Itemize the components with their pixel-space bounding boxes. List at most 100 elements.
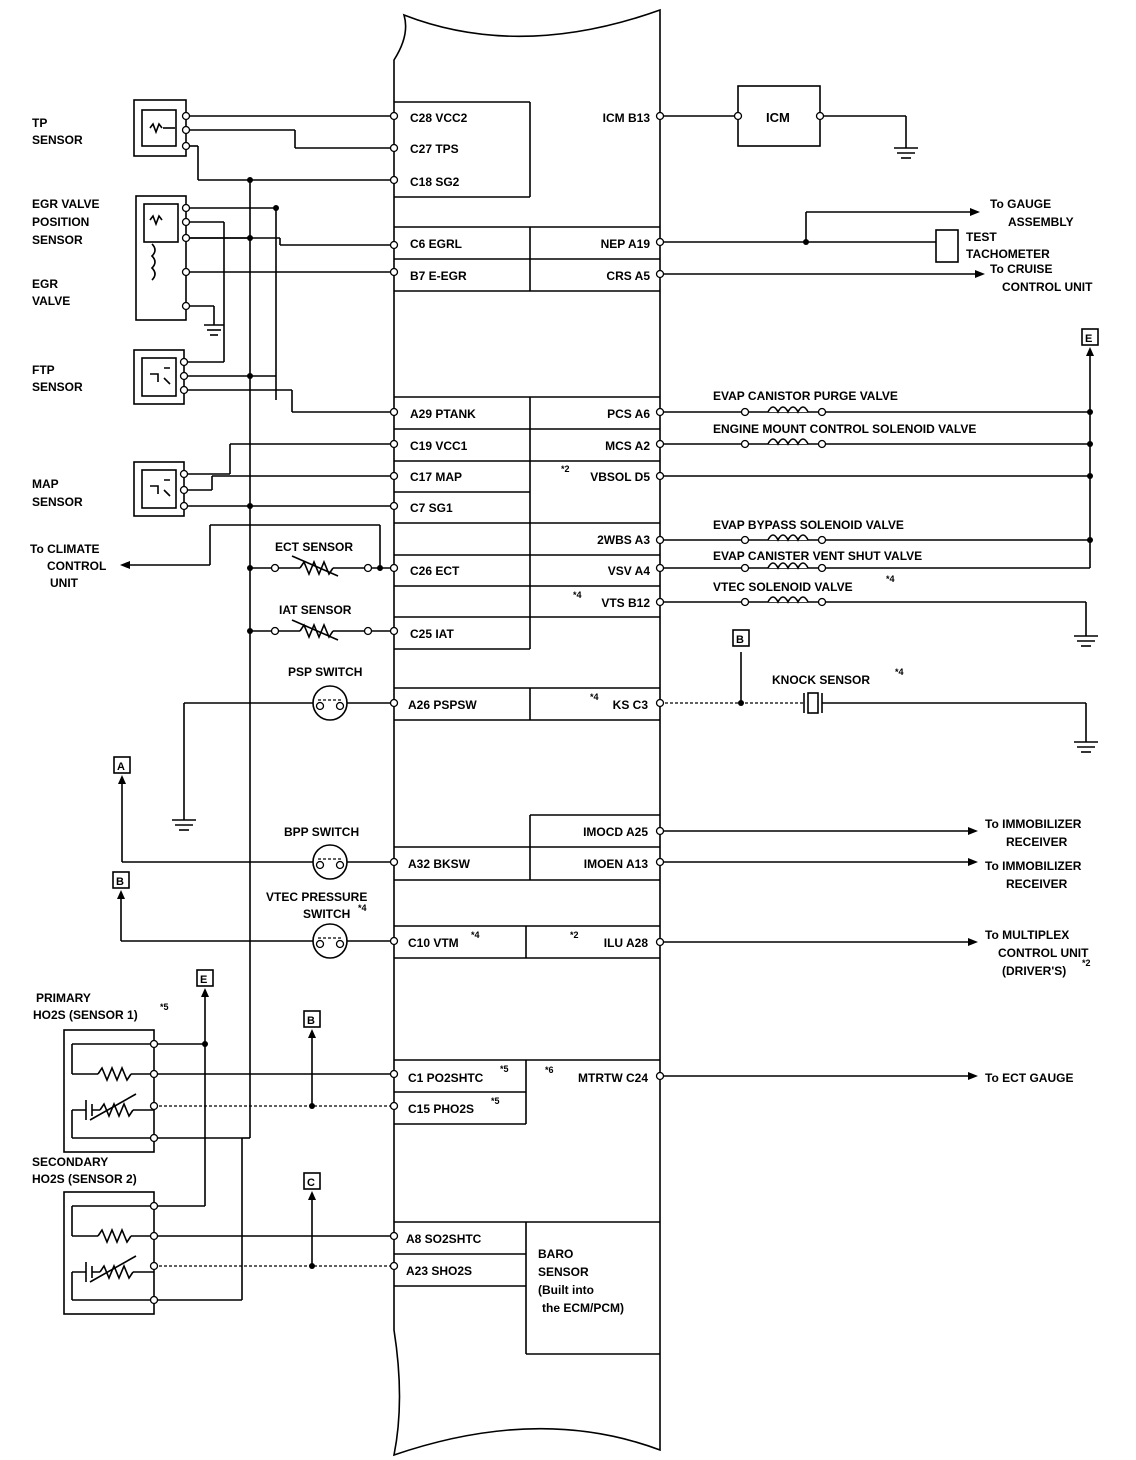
secondary-ho2s xyxy=(63,1044,399,1315)
pin-a13: IMOEN A13 xyxy=(584,857,649,871)
pin-c27: C27 TPS xyxy=(410,142,459,156)
ftp-sensor xyxy=(133,222,399,417)
pin-c28: C28 VCC2 xyxy=(410,111,468,125)
iat-sensor-label: IAT SENSOR xyxy=(279,603,352,617)
crs-wiring xyxy=(655,269,985,279)
baro-line-1: BARO xyxy=(538,1247,573,1261)
climate-feed xyxy=(120,524,381,569)
icm-label: ICM xyxy=(766,110,790,125)
map-sensor-label-2: SENSOR xyxy=(32,495,83,509)
bpp-switch-label: BPP SWITCH xyxy=(284,825,359,839)
multiplex-mark: *2 xyxy=(1082,958,1091,968)
pin-c25: C25 IAT xyxy=(410,627,454,641)
mark-b12: *4 xyxy=(573,590,582,600)
pin-a19: NEP A19 xyxy=(601,237,651,251)
connector-e-left: E xyxy=(196,969,214,997)
pin-c6: C6 EGRL xyxy=(410,237,462,251)
vtec-valve-mark: *4 xyxy=(886,574,895,584)
ect-sensor-label: ECT SENSOR xyxy=(275,540,353,554)
ect-gauge-wiring xyxy=(655,1071,978,1081)
svg-text:C: C xyxy=(307,1177,315,1189)
pin-c7: C7 SG1 xyxy=(410,501,453,515)
egr-position-label-1: EGR VALVE xyxy=(32,197,100,211)
pin-a2: MCS A2 xyxy=(605,439,650,453)
svg-text:B: B xyxy=(736,634,744,646)
vtec-pressure-mark: *4 xyxy=(358,903,367,913)
svg-text:B: B xyxy=(307,1015,315,1027)
tp-sensor-label-2: SENSOR xyxy=(32,133,83,147)
knock-sensor-label: KNOCK SENSOR xyxy=(772,673,870,687)
pin-c24: MTRTW C24 xyxy=(578,1071,648,1085)
svg-text:B: B xyxy=(116,876,124,888)
connector-a: A xyxy=(113,756,313,863)
pin-d5: VBSOL D5 xyxy=(590,470,650,484)
pin-c17: C17 MAP xyxy=(410,470,462,484)
multiplex-label-3: (DRIVER'S) xyxy=(1002,964,1066,978)
primary-ho2s-mark: *5 xyxy=(160,1002,169,1012)
tach-label-2: TACHOMETER xyxy=(966,247,1050,261)
egr-position-label-2: POSITION xyxy=(32,215,89,229)
mount-valve-label: ENGINE MOUNT CONTROL SOLENOID VALVE xyxy=(713,422,976,436)
pin-a32: A32 BKSW xyxy=(408,857,471,871)
egr-valve-assembly xyxy=(135,195,399,400)
nep-wiring xyxy=(655,208,980,263)
immobilizer-2-label-1: To IMMOBILIZER xyxy=(985,859,1082,873)
mark-c1: *5 xyxy=(500,1064,509,1074)
primary-ho2s-label-1: PRIMARY xyxy=(36,991,91,1005)
pin-a28: ILU A28 xyxy=(604,936,649,950)
immobilizer-2-label-2: RECEIVER xyxy=(1006,877,1068,891)
pin-c18: C18 SG2 xyxy=(410,175,460,189)
pin-c3: KS C3 xyxy=(613,698,649,712)
icm-module xyxy=(655,85,918,159)
tp-sensor-label-1: TP xyxy=(32,116,47,130)
tach-label-1: TEST xyxy=(966,230,997,244)
cruise-label-1: To CRUISE xyxy=(990,262,1052,276)
pin-a26: A26 PSPSW xyxy=(408,698,477,712)
knock-sensor: B xyxy=(655,629,1098,753)
pin-c15: C15 PHO2S xyxy=(408,1102,474,1116)
purge-valve-label: EVAP CANISTOR PURGE VALVE xyxy=(713,389,898,403)
baro-line-3: (Built into xyxy=(538,1283,594,1297)
pin-a29: A29 PTANK xyxy=(410,407,476,421)
primary-ho2s-label-2: HO2S (SENSOR 1) xyxy=(33,1008,138,1022)
pin-b13: ICM B13 xyxy=(603,111,651,125)
map-sensor xyxy=(133,439,399,517)
mark-c15: *5 xyxy=(491,1096,500,1106)
immobilizer-wiring xyxy=(655,826,978,867)
secondary-ho2s-label-2: HO2S (SENSOR 2) xyxy=(32,1172,137,1186)
mark-c24: *6 xyxy=(545,1065,554,1075)
immobilizer-1-label-1: To IMMOBILIZER xyxy=(985,817,1082,831)
pin-c10: C10 VTM xyxy=(408,936,459,950)
mark-d5: *2 xyxy=(561,464,570,474)
ecm-body xyxy=(392,8,661,1457)
ect-sensor xyxy=(247,555,399,577)
iat-sensor xyxy=(247,619,399,641)
secondary-ho2s-label-1: SECONDARY xyxy=(32,1155,108,1169)
vtec-pressure-label-1: VTEC PRESSURE xyxy=(266,890,367,904)
map-sensor-label-1: MAP xyxy=(32,477,59,491)
knock-sensor-mark: *4 xyxy=(895,667,904,677)
multiplex-label-2: CONTROL UNIT xyxy=(998,946,1089,960)
ecm-pin-labels-right: ICM B13 NEP A19 CRS A5 PCS A6 MCS A2 VBS… xyxy=(578,111,650,1085)
ect-gauge-label: To ECT GAUGE xyxy=(985,1071,1073,1085)
vtec-valve-label: VTEC SOLENOID VALVE xyxy=(713,580,853,594)
vtec-pressure-label-2: SWITCH xyxy=(303,907,350,921)
pin-a5: CRS A5 xyxy=(606,269,650,283)
pin-a23: A23 SHO2S xyxy=(406,1264,472,1278)
ecm-pin-labels-left: C28 VCC2 C27 TPS C18 SG2 C6 EGRL B7 E-EG… xyxy=(406,111,509,1278)
psp-switch xyxy=(172,685,399,831)
bypass-valve-label: EVAP BYPASS SOLENOID VALVE xyxy=(713,518,904,532)
pin-c1: C1 PO2SHTC xyxy=(408,1071,484,1085)
pin-a3: 2WBS A3 xyxy=(597,533,650,547)
baro-sensor-label: BARO SENSOR (Built into the ECM/PCM) xyxy=(538,1247,624,1315)
baro-line-4: the ECM/PCM) xyxy=(542,1301,624,1315)
mark-a28: *2 xyxy=(570,930,579,940)
pin-a4: VSV A4 xyxy=(608,564,651,578)
connector-c: C xyxy=(303,1172,321,1266)
connector-e-right: E xyxy=(1081,328,1099,568)
bpp-switch xyxy=(312,844,399,880)
gauge-label-2: ASSEMBLY xyxy=(1008,215,1074,229)
baro-line-2: SENSOR xyxy=(538,1265,589,1279)
mark-c3: *4 xyxy=(590,692,599,702)
primary-ho2s xyxy=(63,994,399,1153)
